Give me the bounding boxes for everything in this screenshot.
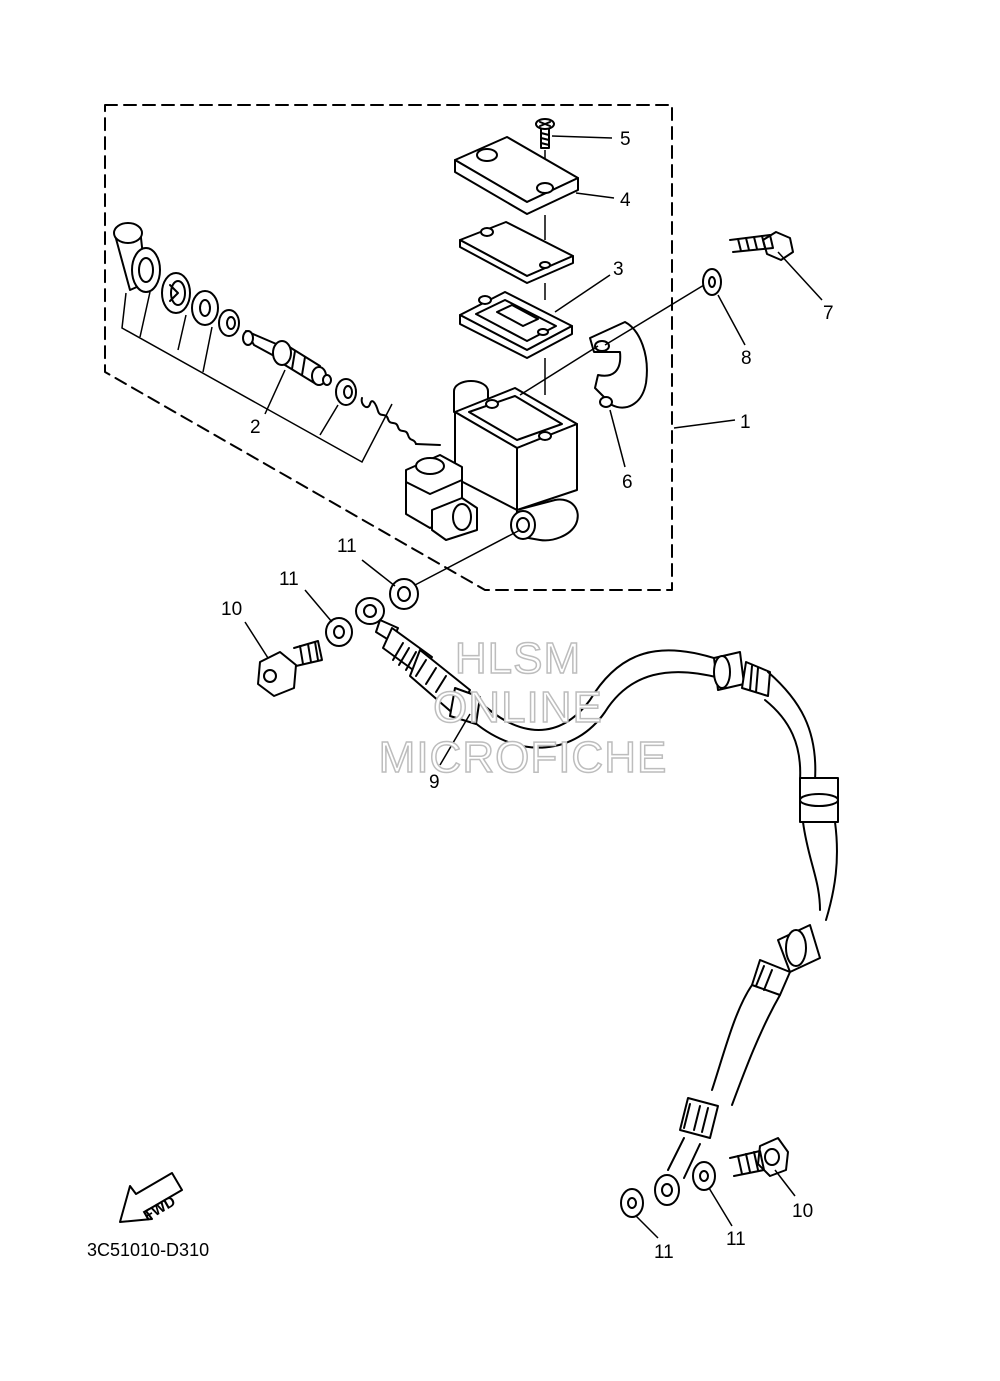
kit-bracket — [121, 291, 393, 464]
reservoir-diaphragm[interactable] — [459, 291, 573, 359]
lever-bracket[interactable] — [589, 321, 648, 409]
brake-hose[interactable] — [355, 597, 839, 1206]
leader-lines — [244, 135, 823, 1239]
lower-washer-b[interactable] — [692, 1161, 716, 1191]
callout-11-lower-left: 11 — [654, 1242, 674, 1263]
diaphragm-plate[interactable] — [459, 221, 574, 284]
bracket-washer[interactable] — [702, 268, 722, 296]
piston[interactable] — [242, 330, 332, 386]
callout-3: 3 — [613, 259, 624, 280]
callout-9: 9 — [429, 772, 440, 793]
callout-5: 5 — [620, 129, 631, 150]
lower-banjo-bolt[interactable] — [729, 1137, 789, 1177]
callout-6: 6 — [622, 472, 633, 493]
assembly-boundary — [104, 104, 673, 591]
circlip[interactable] — [161, 272, 191, 314]
piston-washer[interactable] — [191, 290, 219, 326]
reservoir-cap[interactable] — [454, 136, 579, 215]
callout-8: 8 — [741, 348, 752, 369]
callout-4: 4 — [620, 190, 631, 211]
watermark-line-1: HLSM — [455, 634, 581, 683]
callout-11-upper-right: 11 — [337, 536, 357, 557]
upper-washer-a[interactable] — [325, 617, 353, 647]
callout-11-upper-left: 11 — [279, 569, 299, 590]
cup-seal[interactable] — [335, 378, 357, 406]
callout-7: 7 — [823, 303, 834, 324]
callout-1: 1 — [740, 412, 751, 433]
callout-10-upper: 10 — [221, 599, 242, 620]
callout-11-lower-right: 11 — [726, 1229, 746, 1250]
dust-boot[interactable] — [113, 222, 161, 293]
callout-2: 2 — [250, 417, 261, 438]
lower-washer-a[interactable] — [620, 1188, 644, 1218]
return-spring[interactable] — [360, 397, 441, 446]
bracket-bolt[interactable] — [729, 231, 794, 261]
fwd-arrow-icon: FWD — [119, 1172, 183, 1225]
master-cylinder-body[interactable] — [405, 380, 579, 542]
piston-seal[interactable] — [218, 309, 240, 337]
upper-banjo-bolt[interactable] — [257, 640, 323, 697]
upper-washer-b[interactable] — [389, 578, 419, 610]
callout-10-lower: 10 — [792, 1201, 813, 1222]
watermark-line-2: ONLINE — [433, 683, 603, 732]
watermark-line-3: MICROFICHE — [379, 733, 668, 782]
cap-screw[interactable] — [535, 118, 555, 149]
drawing-code: 3C51010-D310 — [87, 1240, 209, 1260]
